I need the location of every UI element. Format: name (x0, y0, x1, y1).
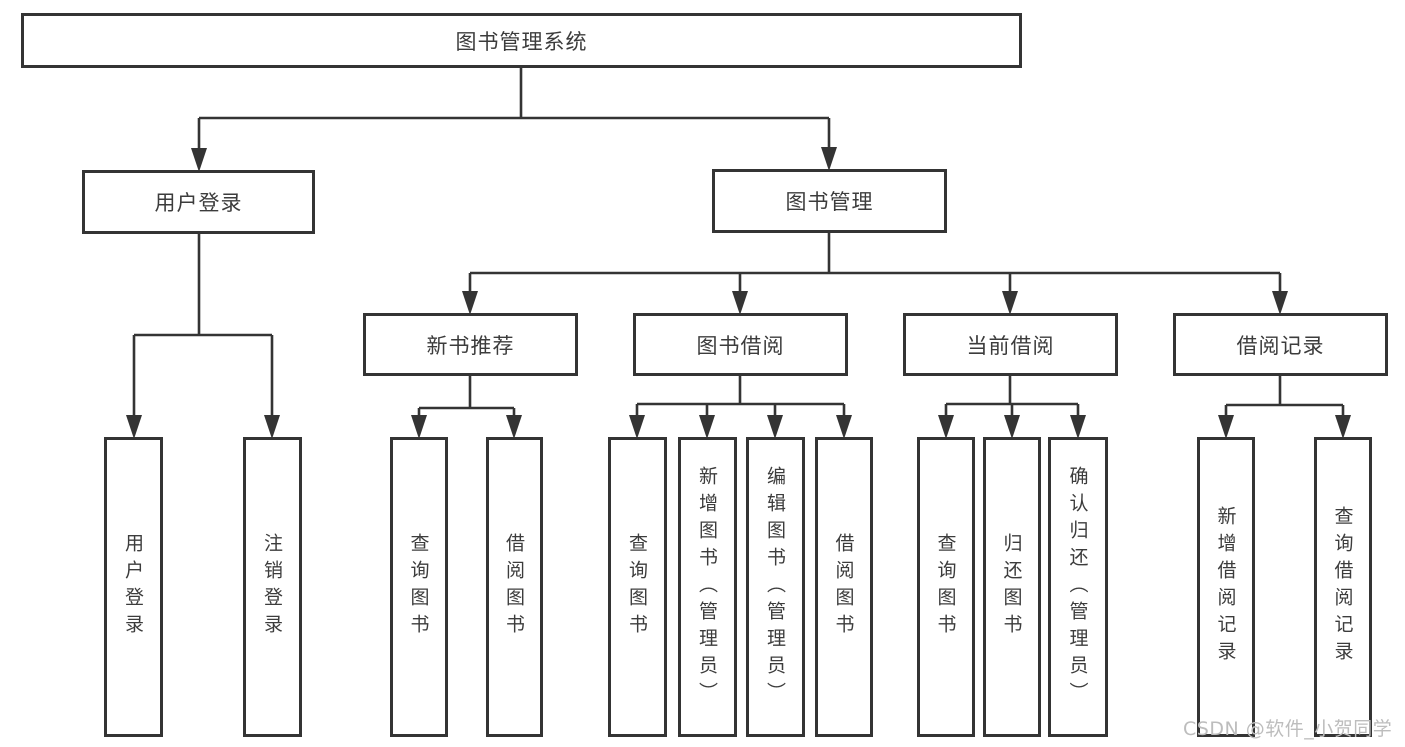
csdn-watermark: CSDN @软件_小贺同学 (1183, 718, 1393, 740)
node-book-management: 图书管理 (712, 169, 947, 233)
leaf-query-books-recommend: 查询图书 (390, 437, 448, 737)
node-root: 图书管理系统 (21, 13, 1022, 68)
leaf-edit-book-admin: 编辑图书（管理员） (746, 437, 805, 737)
leaf-add-borrow-record-label: 新增借阅记录 (1214, 506, 1237, 668)
node-borrowing-records-label: 借阅记录 (1236, 333, 1325, 358)
leaf-borrow-books-borrowing: 借阅图书 (815, 437, 873, 737)
leaf-query-books-current-label: 查询图书 (934, 533, 957, 641)
leaf-query-books-borrowing-label: 查询图书 (626, 533, 648, 641)
leaf-query-books-borrowing: 查询图书 (608, 437, 667, 737)
node-root-label: 图书管理系统 (455, 29, 588, 54)
node-book-borrowing-label: 图书借阅 (696, 333, 785, 358)
leaf-borrow-books-recommend-label: 借阅图书 (503, 533, 525, 641)
leaf-return-books: 归还图书 (983, 437, 1041, 737)
leaf-logout-label: 注销登录 (261, 533, 283, 641)
leaf-return-books-label: 归还图书 (1000, 533, 1023, 641)
leaf-query-borrow-record-label: 查询借阅记录 (1331, 506, 1354, 668)
leaf-borrow-books-borrowing-label: 借阅图书 (832, 533, 855, 641)
leaf-borrow-books-recommend: 借阅图书 (486, 437, 543, 737)
leaf-user-login-label: 用户登录 (122, 533, 144, 641)
leaf-query-borrow-record: 查询借阅记录 (1314, 437, 1372, 737)
leaf-add-book-admin: 新增图书（管理员） (678, 437, 737, 737)
leaf-user-login: 用户登录 (104, 437, 163, 737)
leaf-query-books-current: 查询图书 (917, 437, 975, 737)
node-book-management-label: 图书管理 (785, 190, 874, 214)
node-new-book-recommendation: 新书推荐 (363, 313, 578, 376)
leaf-confirm-return-admin: 确认归还（管理员） (1048, 437, 1108, 737)
node-user-login: 用户登录 (82, 170, 315, 234)
leaf-add-book-admin-label: 新增图书（管理员） (696, 465, 718, 709)
node-current-borrowing: 当前借阅 (903, 313, 1118, 376)
node-borrowing-records: 借阅记录 (1173, 313, 1388, 376)
leaf-add-borrow-record: 新增借阅记录 (1197, 437, 1255, 737)
node-user-login-label: 用户登录 (154, 191, 243, 215)
arrowhead-icons (126, 147, 1351, 439)
leaf-query-books-recommend-label: 查询图书 (407, 533, 430, 641)
node-book-borrowing: 图书借阅 (633, 313, 848, 376)
node-new-book-recommendation-label: 新书推荐 (426, 333, 515, 358)
leaf-confirm-return-admin-label: 确认归还（管理员） (1066, 465, 1089, 709)
leaf-edit-book-admin-label: 编辑图书（管理员） (764, 465, 786, 709)
leaf-logout: 注销登录 (243, 437, 302, 737)
node-current-borrowing-label: 当前借阅 (966, 333, 1055, 358)
